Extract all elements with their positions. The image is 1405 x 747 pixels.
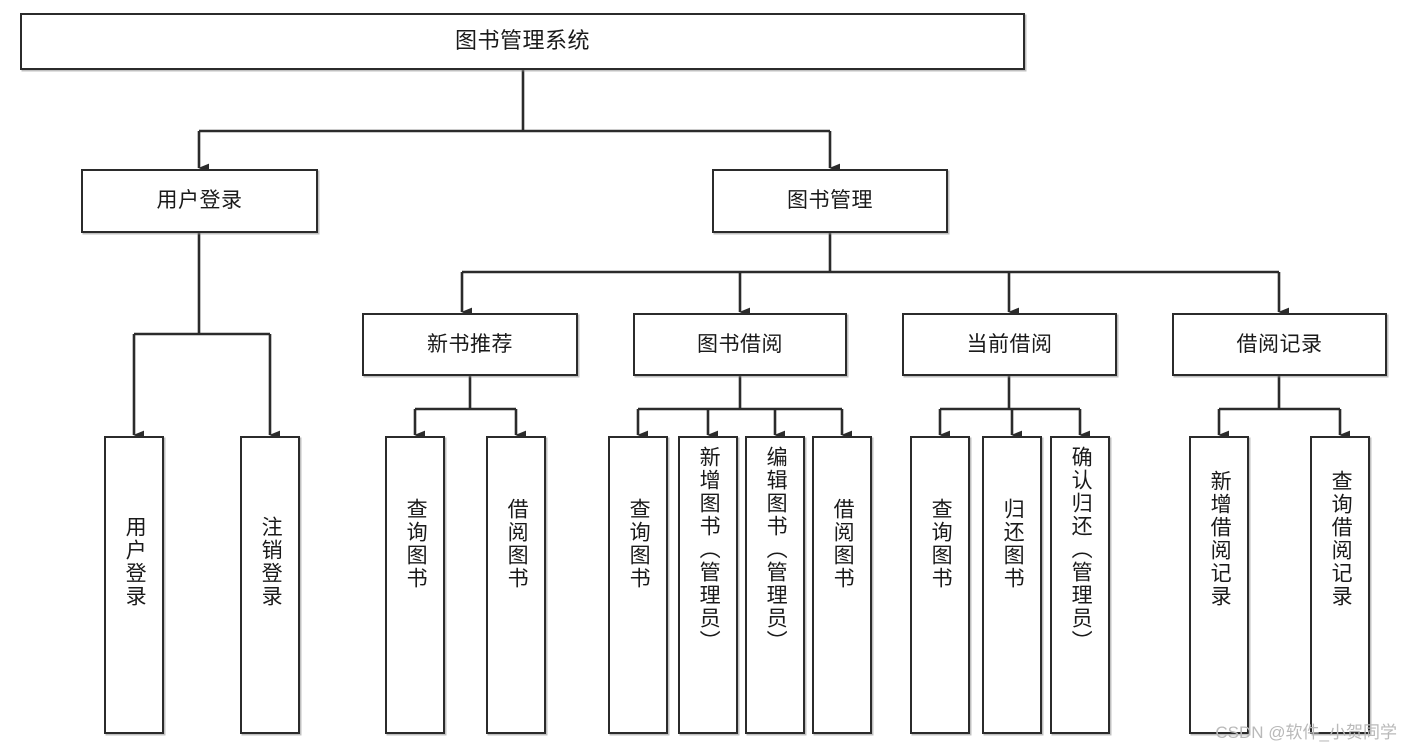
leaf-add-book[interactable]: 新增图书（管理员）: [678, 436, 738, 734]
node-new-book-recommend-label: 新书推荐: [427, 332, 513, 356]
leaf-query-book-recommend-label: 查询图书: [404, 498, 428, 590]
node-book-borrow[interactable]: 图书借阅: [633, 313, 847, 376]
leaf-edit-book[interactable]: 编辑图书（管理员）: [745, 436, 805, 734]
leaf-query-borrow-record[interactable]: 查询借阅记录: [1310, 436, 1370, 734]
node-book-manage-label: 图书管理: [787, 189, 873, 213]
leaf-add-borrow-record[interactable]: 新增借阅记录: [1189, 436, 1249, 734]
leaf-logout[interactable]: 注销登录: [240, 436, 300, 734]
node-book-borrow-label: 图书借阅: [697, 332, 783, 356]
leaf-borrow-book-recommend-label: 借阅图书: [505, 498, 529, 590]
leaf-query-book-current-label: 查询图书: [929, 498, 953, 590]
leaf-user-login-label: 用户登录: [123, 516, 147, 608]
node-user-login-label: 用户登录: [156, 189, 243, 213]
leaf-query-book-borrow-label: 查询图书: [627, 498, 651, 590]
node-user-login[interactable]: 用户登录: [81, 169, 318, 233]
leaf-query-book-current[interactable]: 查询图书: [910, 436, 970, 734]
leaf-query-book-recommend[interactable]: 查询图书: [385, 436, 445, 734]
node-book-manage[interactable]: 图书管理: [712, 169, 948, 233]
leaf-confirm-return[interactable]: 确认归还（管理员）: [1050, 436, 1110, 734]
leaf-add-borrow-record-label: 新增借阅记录: [1208, 470, 1232, 608]
leaf-logout-label: 注销登录: [259, 516, 283, 608]
leaf-borrow-book-label: 借阅图书: [831, 498, 855, 590]
leaf-borrow-book-recommend[interactable]: 借阅图书: [486, 436, 546, 734]
leaf-add-book-label: 新增图书（管理员）: [697, 446, 721, 653]
node-new-book-recommend[interactable]: 新书推荐: [362, 313, 578, 376]
node-borrow-record-label: 借阅记录: [1236, 332, 1323, 356]
node-current-borrow-label: 当前借阅: [966, 332, 1053, 356]
leaf-confirm-return-label: 确认归还（管理员）: [1069, 446, 1093, 653]
node-root[interactable]: 图书管理系统: [20, 13, 1025, 70]
leaf-user-login[interactable]: 用户登录: [104, 436, 164, 734]
leaf-borrow-book[interactable]: 借阅图书: [812, 436, 872, 734]
node-root-label: 图书管理系统: [454, 28, 590, 54]
leaf-edit-book-label: 编辑图书（管理员）: [764, 446, 788, 653]
csdn-watermark: CSDN @软件_小贺同学: [1215, 723, 1397, 742]
leaf-query-book-borrow[interactable]: 查询图书: [608, 436, 668, 734]
leaf-query-borrow-record-label: 查询借阅记录: [1329, 470, 1353, 608]
leaf-return-book[interactable]: 归还图书: [982, 436, 1042, 734]
node-current-borrow[interactable]: 当前借阅: [902, 313, 1117, 376]
node-borrow-record[interactable]: 借阅记录: [1172, 313, 1387, 376]
leaf-return-book-label: 归还图书: [1001, 498, 1025, 590]
